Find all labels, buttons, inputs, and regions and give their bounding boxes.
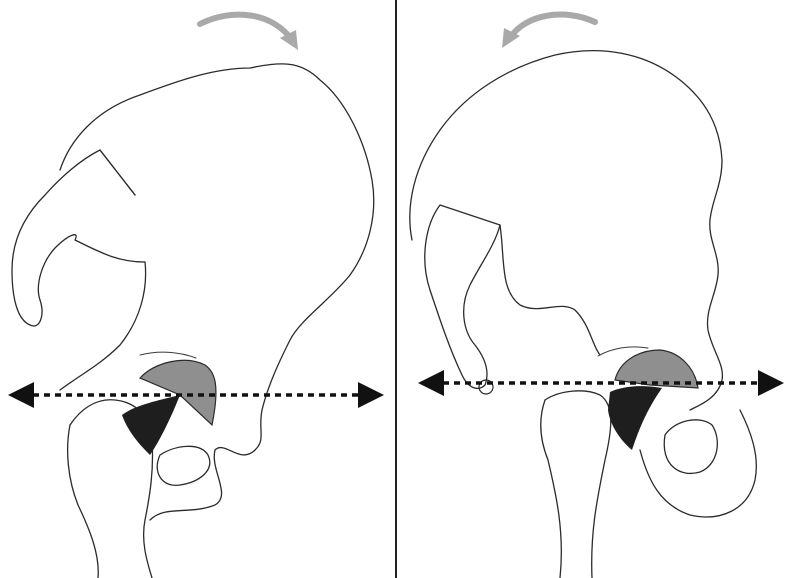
- right-anterior-spine-outline: [425, 205, 500, 388]
- left-reference-arrow-left-icon: [8, 382, 34, 408]
- right-acetabular-fossa: [608, 386, 662, 450]
- right-rotation-arrow-icon: [510, 15, 595, 38]
- right-reference-arrow-right-icon: [758, 370, 784, 396]
- left-notch-outline: [60, 262, 146, 390]
- left-obturator-foramen-outline: [157, 446, 210, 485]
- right-panel: [410, 15, 784, 578]
- left-rotation-arrow-icon: [200, 15, 292, 40]
- right-femur-outline: [545, 391, 611, 578]
- left-femur-shaft-outline: [68, 425, 99, 578]
- left-reference-arrow-right-icon: [358, 382, 384, 408]
- right-pubis-outline: [640, 410, 756, 517]
- left-ilium-outline: [60, 64, 374, 520]
- left-panel: [8, 15, 384, 578]
- left-rim-line: [140, 352, 196, 358]
- right-notch-outline: [500, 225, 600, 355]
- left-spine-tip-outline: [100, 150, 135, 195]
- right-obturator-foramen-outline: [664, 420, 717, 474]
- left-anterior-spine-outline: [12, 150, 145, 326]
- right-femur-shaft-outline: [541, 400, 562, 578]
- right-reference-arrow-left-icon: [418, 370, 444, 396]
